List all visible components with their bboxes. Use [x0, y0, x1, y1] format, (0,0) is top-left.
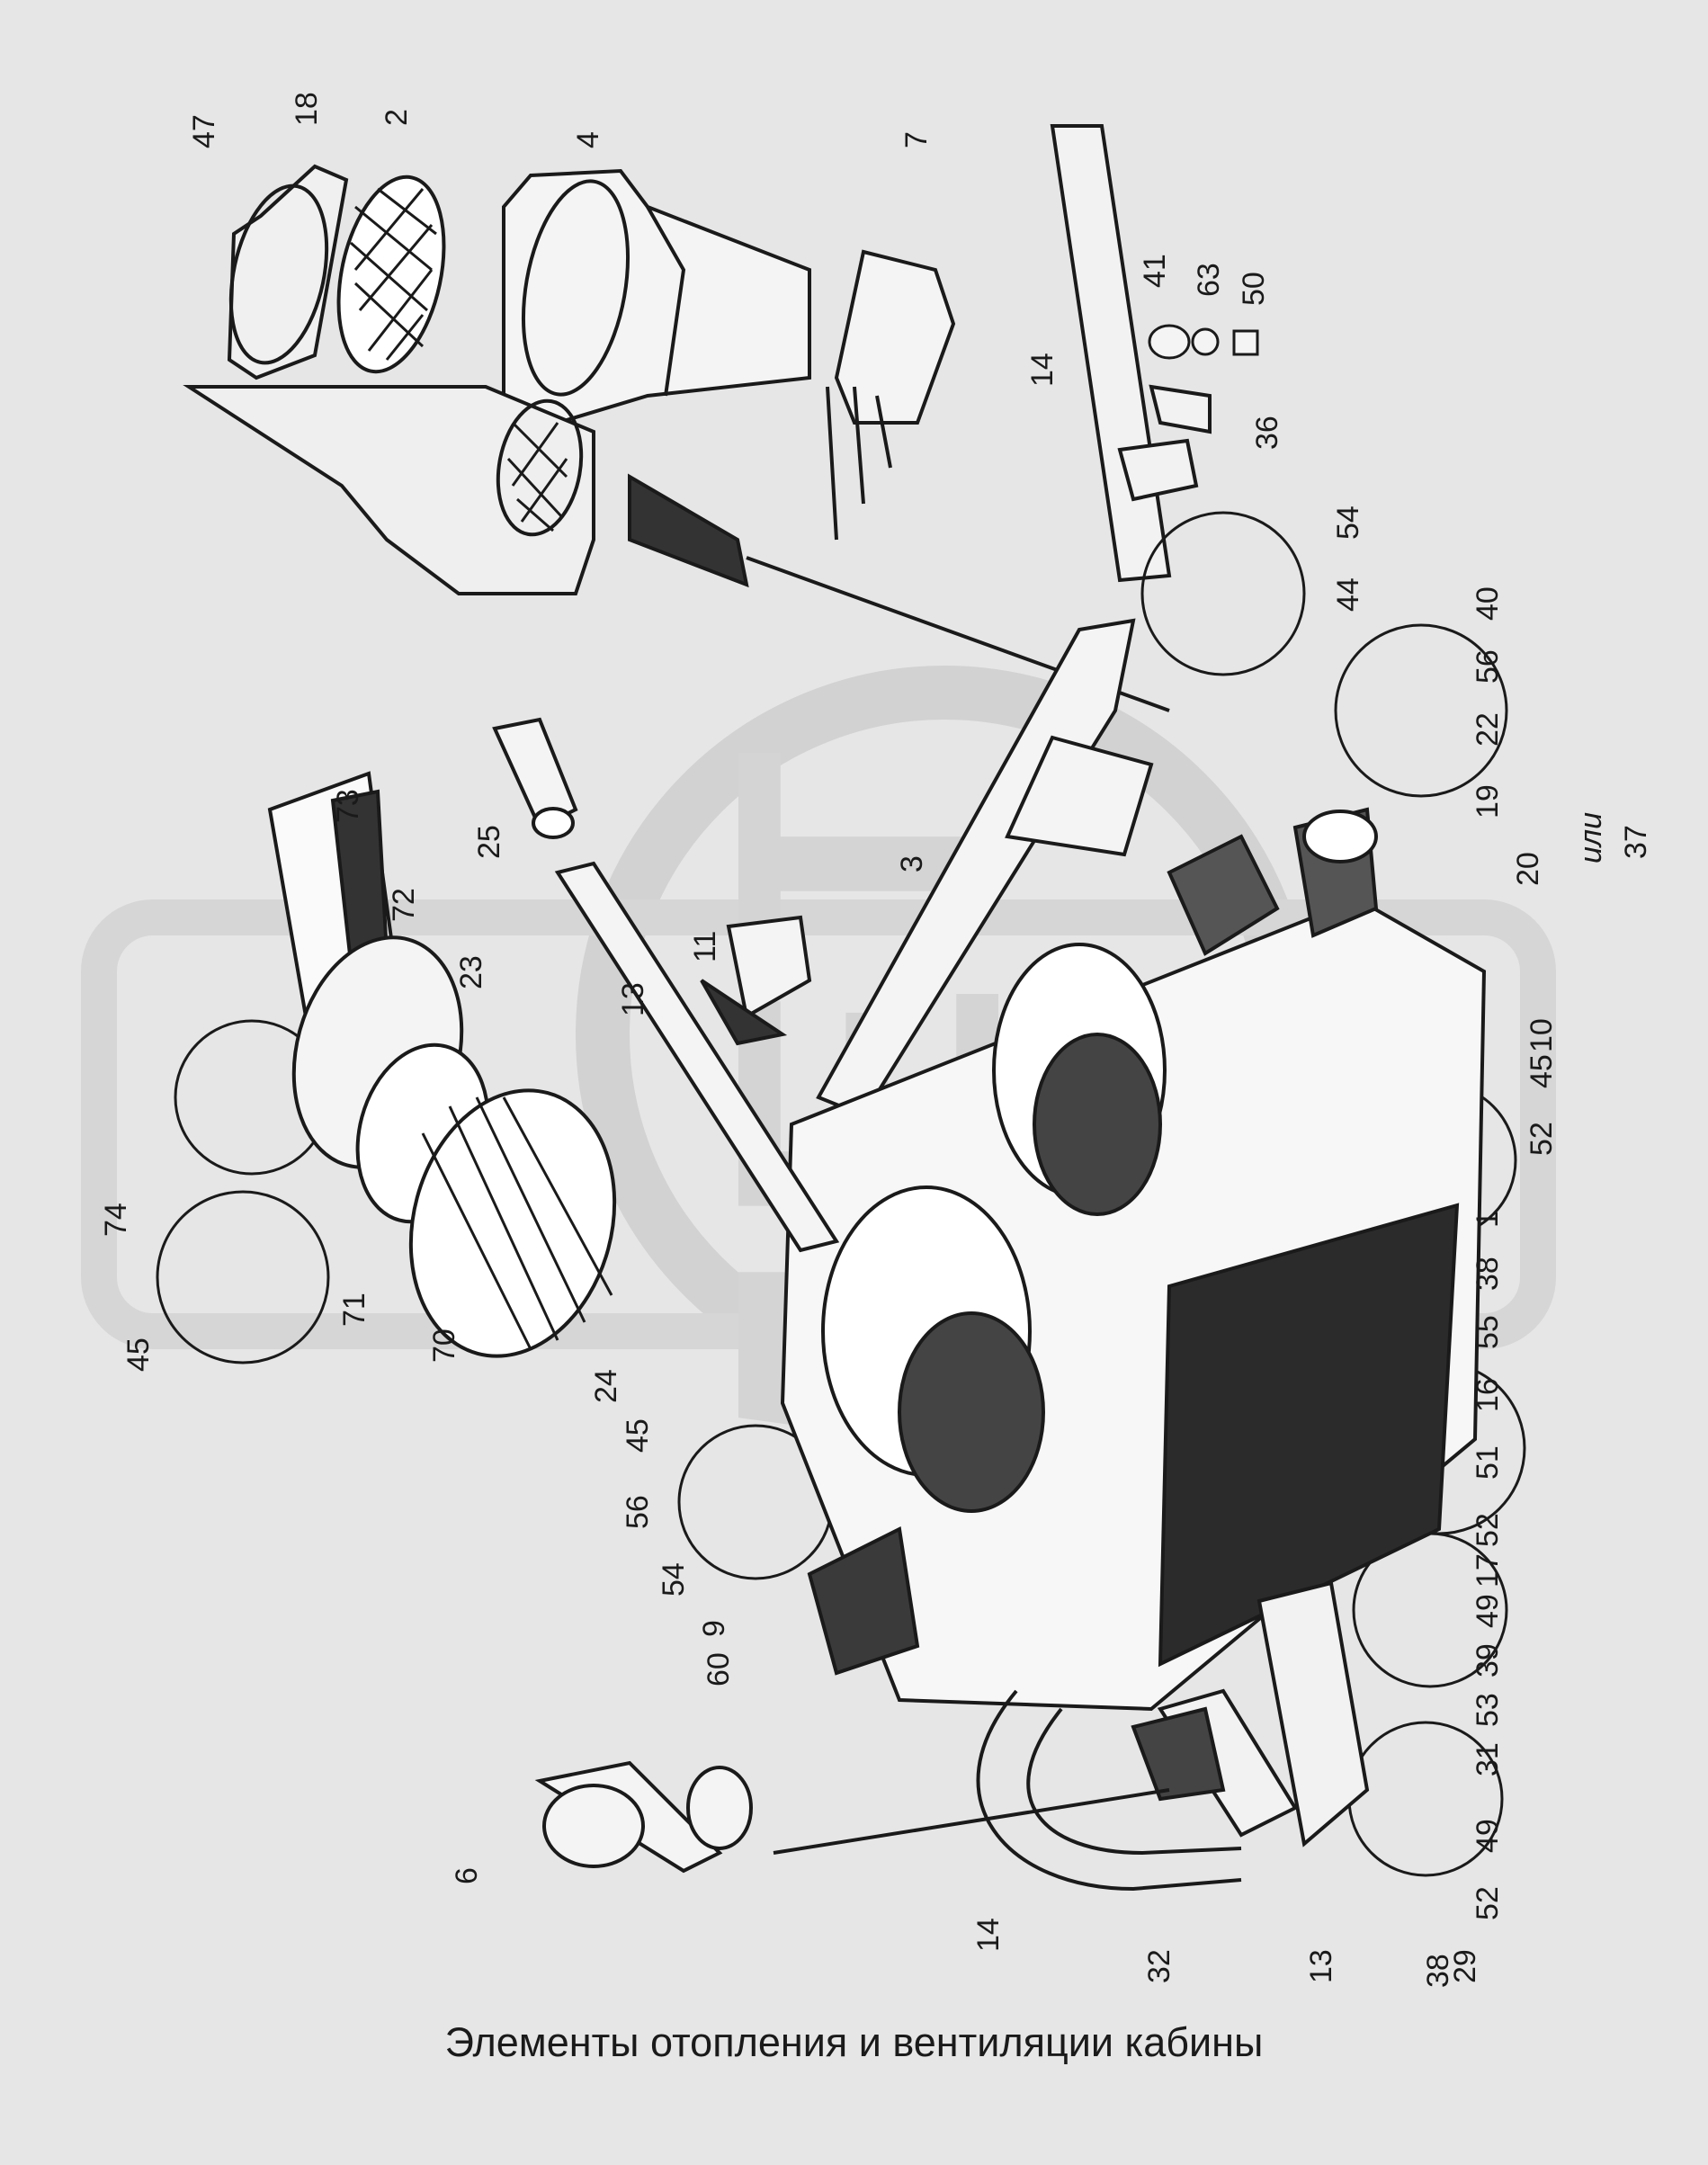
callout: 52 [1525, 1122, 1559, 1156]
callout: 45 [1525, 1054, 1559, 1088]
callout: 39 [1471, 1643, 1505, 1677]
callout: 14 [971, 1918, 1006, 1952]
callout: 22 [1471, 712, 1505, 747]
callout: 45 [621, 1418, 655, 1453]
callout: 1 [1471, 1211, 1505, 1228]
callout: 74 [99, 1203, 133, 1237]
callout: 29 [1448, 1949, 1482, 1983]
callout: 52 [1471, 1513, 1505, 1547]
callout: 44 [1331, 577, 1365, 612]
callout: 40 [1471, 586, 1505, 621]
callout: 56 [1471, 649, 1505, 684]
callout: 49 [1471, 1594, 1505, 1628]
callout: 71 [337, 1293, 371, 1327]
callout: 52 [1471, 1886, 1505, 1920]
callout: 9 [697, 1620, 731, 1637]
callout: 11 [688, 931, 722, 962]
bar-13-and-bracket-11 [554, 861, 840, 1253]
callout: 63 [1192, 263, 1226, 297]
callout: 6 [450, 1867, 484, 1884]
callout: 36 [1250, 416, 1284, 450]
callout: 45 [121, 1337, 156, 1372]
callout: 32 [1142, 1949, 1176, 1983]
valve-6 [534, 1760, 1170, 1874]
callout: 54 [657, 1562, 691, 1597]
callout: 3 [895, 855, 929, 872]
diagram-caption: Элементы отопления и вентиляции кабины [444, 2019, 1264, 2065]
callout: 47 [187, 114, 221, 148]
tube-14-upper [1050, 124, 1212, 583]
callout: 10 [1525, 1018, 1559, 1052]
callout: 50 [1237, 272, 1271, 306]
callout: 70 [427, 1329, 461, 1363]
callout: 13 [616, 982, 650, 1016]
lower-tubes [976, 1580, 1370, 1892]
callout: 13 [1304, 1949, 1338, 1983]
callout: 17 [1471, 1553, 1505, 1588]
callout: 19 [1471, 784, 1505, 819]
callout: 41 [1138, 254, 1172, 288]
callout: 55 [1471, 1315, 1505, 1349]
callout: 2 [380, 109, 414, 126]
callout: 60 [702, 1652, 736, 1686]
callout: 72 [387, 888, 421, 922]
callout: 20 [1511, 852, 1545, 886]
callout: 24 [589, 1369, 623, 1403]
air-intake-assembly [183, 164, 1170, 712]
callout: 38 [1471, 1257, 1505, 1291]
callout: 73 [331, 789, 365, 823]
callout: 7 [899, 131, 934, 148]
callout: 56 [621, 1495, 655, 1529]
fasteners-41-63-50 [1148, 324, 1259, 360]
callout: 14 [1025, 353, 1060, 387]
callout: 37 [1619, 825, 1653, 859]
callout: 38 [1421, 1954, 1455, 1988]
callout: 53 [1471, 1693, 1505, 1727]
heater-body [780, 618, 1487, 1712]
callout: 4 [571, 131, 605, 148]
callout: или [1574, 812, 1608, 863]
callout: 49 [1471, 1819, 1505, 1853]
callout: 25 [472, 825, 506, 859]
callout: 18 [290, 92, 324, 126]
motor-assembly [267, 717, 617, 1358]
callout: 31 [1471, 1742, 1505, 1776]
callout: 16 [1471, 1378, 1505, 1412]
callout-labels: 47 18 2 4 7 14 41 63 50 36 54 44 40 56 2… [99, 92, 1653, 1988]
callout: 51 [1471, 1445, 1505, 1480]
callout: 54 [1331, 505, 1365, 540]
callout: 23 [454, 955, 488, 989]
